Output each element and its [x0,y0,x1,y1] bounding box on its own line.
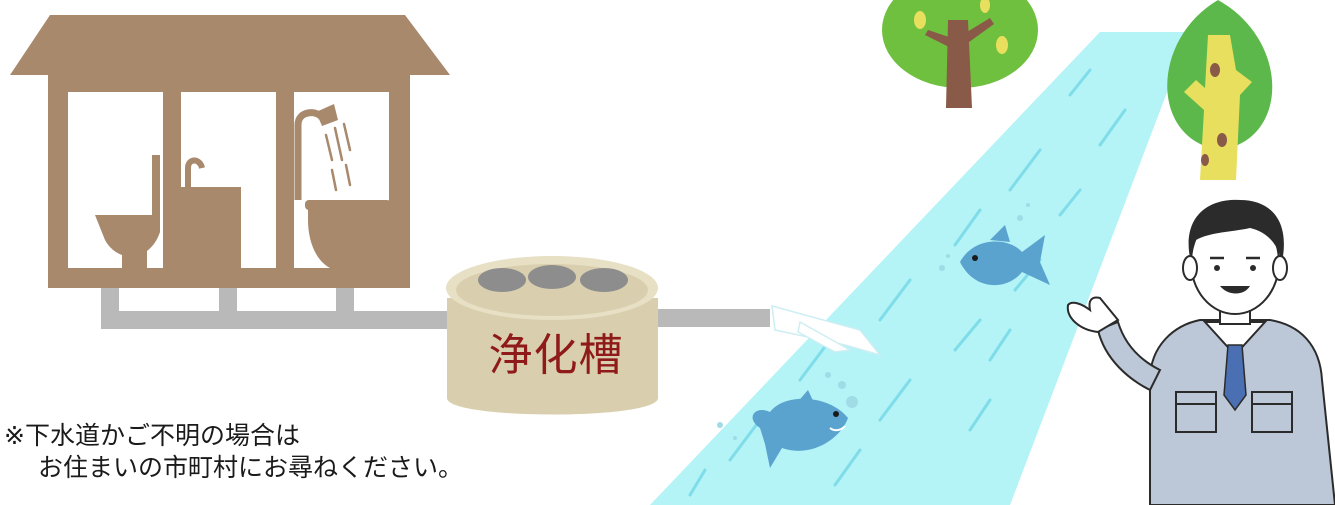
note-line-1: ※下水道かご不明の場合は [4,421,300,450]
septic-tank-label: 浄化槽 [488,330,624,381]
septic-tank [446,256,658,415]
worker-figure [1066,199,1335,505]
sewer-inquiry-note: ※下水道かご不明の場合は お住まいの市町村にお尋ねください。 [4,420,463,484]
house [10,15,450,288]
fish-lower [717,372,858,468]
tree-right [1167,0,1273,180]
river [650,32,1190,505]
drain-pipes [101,282,770,329]
note-line-2: お住まいの市町村にお尋ねください。 [38,453,464,482]
water-outflow [771,304,883,357]
tree-left [882,0,1038,108]
fish-upper [939,203,1050,286]
